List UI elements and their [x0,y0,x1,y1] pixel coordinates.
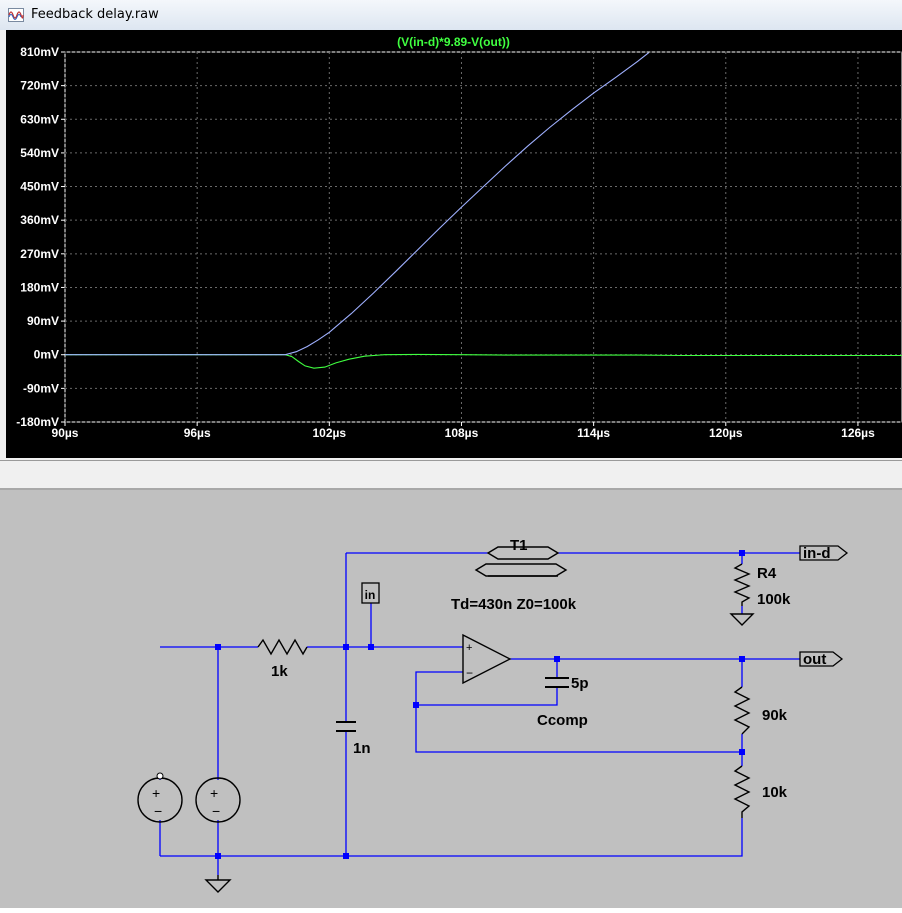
window-title: Feedback delay.raw [31,7,159,22]
waveform-viewer: 810mV 720mV 630mV 540mV 450mV 360mV 270mV 180mV… [0,30,902,461]
resistor-10k[interactable] [733,765,751,818]
svg-text:+: + [466,642,472,654]
y-tick-label: 0mV [34,348,59,362]
resistor-1k[interactable] [257,638,308,656]
x-tick-label: 108µs [445,426,479,440]
x-tick-label: 96µs [184,426,211,440]
svg-text:+: + [210,785,218,801]
wire-ground-rail [160,818,743,857]
waveform-plot[interactable]: 810mV 720mV 630mV 540mV 450mV 360mV 270mV 180mV… [6,30,902,458]
ccomp-name-label[interactable]: Ccomp [537,712,588,729]
y-tick-label: 720mV [20,79,59,93]
y-tick-label: 450mV [20,180,59,194]
voltage-source-1[interactable]: + − [137,772,183,823]
svg-text:out: out [803,651,826,668]
schematic-canvas[interactable]: + − + − + − in [0,490,902,908]
window-titlebar: Feedback delay.raw [0,0,902,31]
svg-text:in-d: in-d [803,545,831,562]
pane-divider[interactable] [0,461,902,490]
resistor-90k[interactable] [733,686,751,735]
net-label-in[interactable]: in [361,582,380,604]
resistor-r4[interactable] [733,563,751,606]
voltage-source-2[interactable]: + − [195,777,241,823]
t1-name-label[interactable]: T1 [510,537,528,554]
ground-symbol-r4[interactable] [729,613,755,626]
port-out[interactable]: out [799,651,844,668]
y-tick-label: 360mV [20,213,59,227]
r-in-value-label[interactable]: 1k [271,663,288,680]
y-tick-label: -90mV [23,381,59,395]
r4-name-label[interactable]: R4 [757,565,777,582]
y-tick-label: -180mV [16,415,59,429]
plot-trace-title: (V(in-d)*9.89-V(out)) [397,35,510,49]
trace-series-1 [65,353,902,369]
junction-dots [215,550,745,859]
svg-text:in: in [365,588,376,602]
svg-text:−: − [154,803,162,819]
ground-symbol-main[interactable] [204,875,232,893]
wire-top [345,552,800,647]
y-tick-label: 540mV [20,146,59,160]
port-in-d[interactable]: in-d [799,545,849,562]
svg-text:+: + [152,785,160,801]
t1-params-label[interactable]: Td=430n Z0=100k [451,596,577,613]
y-tick-label: 270mV [20,247,59,261]
r4-value-label[interactable]: 100k [757,591,791,608]
x-tick-label: 120µs [709,426,743,440]
transmission-line-t1[interactable] [474,546,568,577]
waveform-icon [8,8,24,22]
c-in-value-label[interactable]: 1n [353,740,371,757]
y-tick-label: 180mV [20,280,59,294]
x-tick-label: 90µs [52,426,79,440]
y-tick-label: 810mV [20,45,59,59]
y-tick-label: 90mV [27,314,59,328]
trace-series-2 [65,52,650,356]
svg-text:−: − [212,803,220,819]
y-tick-label: 630mV [20,112,59,126]
capacitor-ccomp[interactable] [545,677,569,688]
capacitor-1n[interactable] [336,721,356,732]
opamp-symbol[interactable]: + − [462,633,512,685]
plot-pane[interactable]: 810mV 720mV 630mV 540mV 450mV 360mV 270mV 180mV… [6,30,902,458]
schematic-editor[interactable]: + − + − + − in [0,490,902,908]
plot-axis-box [64,51,902,423]
r-gnd-value-label[interactable]: 10k [762,784,788,801]
x-tick-label: 126µs [841,426,875,440]
x-tick-label: 102µs [313,426,347,440]
ccomp-value-label[interactable]: 5p [571,675,589,692]
x-tick-label: 114µs [577,426,610,440]
svg-text:−: − [466,666,473,680]
r-fb-value-label[interactable]: 90k [762,707,788,724]
